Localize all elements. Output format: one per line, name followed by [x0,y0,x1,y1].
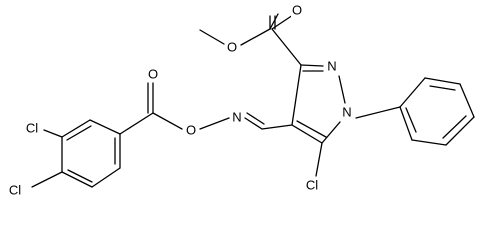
bond-c4-ch [261,124,293,130]
bond-ar-inner-b [67,169,93,183]
bond-ph-inner-c [405,107,417,133]
bond-ar-4 [61,171,93,188]
bond-benzoyl-ring [119,112,154,135]
bond-n1-c5 [321,121,341,144]
a_cl_para-bg [6,182,24,198]
bond-ar-cl-meta [43,129,63,138]
bond-ph-4 [445,116,475,146]
a-cl-meta-label: Cl [26,121,38,136]
bond-ph-2 [424,77,461,85]
bond-o-ester-c [240,28,271,46]
bond-ph-1 [399,77,426,108]
bond-c5-c4-inner [296,120,327,138]
a-o-oxime-label: O [186,123,196,138]
bond-n-o [199,117,230,130]
bond-ester-carbonyl-stub [269,13,279,30]
a_o_oxime-bg [185,122,197,138]
bond-ar-2 [61,119,91,138]
a_cl_pyrazole-bg [303,177,321,193]
a_n_oxime-bg [231,109,243,125]
bond-ar-inner-a [66,125,92,141]
bond-ph-5 [411,139,447,146]
bond-c3-n2 [300,64,324,67]
a_o_methoxy-bg [226,39,238,55]
bond-layer [31,13,475,188]
a-o-methoxy-label: O [227,40,237,55]
bond-ar-cl-para [31,171,63,188]
bond-ar-1 [89,119,121,135]
a-cl-pyrazole-label: Cl [306,178,318,193]
a-cl-para-label: Cl [9,183,21,198]
bond-ch-n-double [246,112,265,125]
bond-ester-co [271,14,294,30]
bond-ester-ring [271,28,302,66]
a_n_pyrazole_2-bg [326,58,338,74]
a_o_benzoyl_carbonyl-bg [147,66,159,82]
bond-o-benzoyl-c [152,112,183,130]
a-n-pyrazole-1-label: N [342,105,351,120]
a_o_ester_carbonyl-bg [291,2,303,18]
a-o-ester-carbonyl-label: O [292,3,302,18]
bond-c5-c4 [291,124,323,144]
bond-ar-5 [91,167,121,188]
bond-methyl-o [199,29,225,45]
bond-ph-inner-a [429,85,456,91]
a-n-oxime-label: N [232,110,241,125]
a-n-pyrazole-2-label: N [327,59,336,74]
bond-ph-3 [459,83,475,118]
bond-ph-6 [399,106,413,141]
a-o-benzoyl-carbonyl-label: O [148,67,158,82]
a_n_pyrazole_1-bg [341,104,353,120]
bond-c4-c3 [291,64,302,126]
bond-n1-phenyl [355,106,401,119]
a_cl_meta-bg [23,120,41,136]
bond-ph-inner-b [442,115,467,139]
bond-c5-cl [315,142,323,177]
bond-ch-n [244,117,263,130]
bond-n2-n1 [338,75,346,104]
